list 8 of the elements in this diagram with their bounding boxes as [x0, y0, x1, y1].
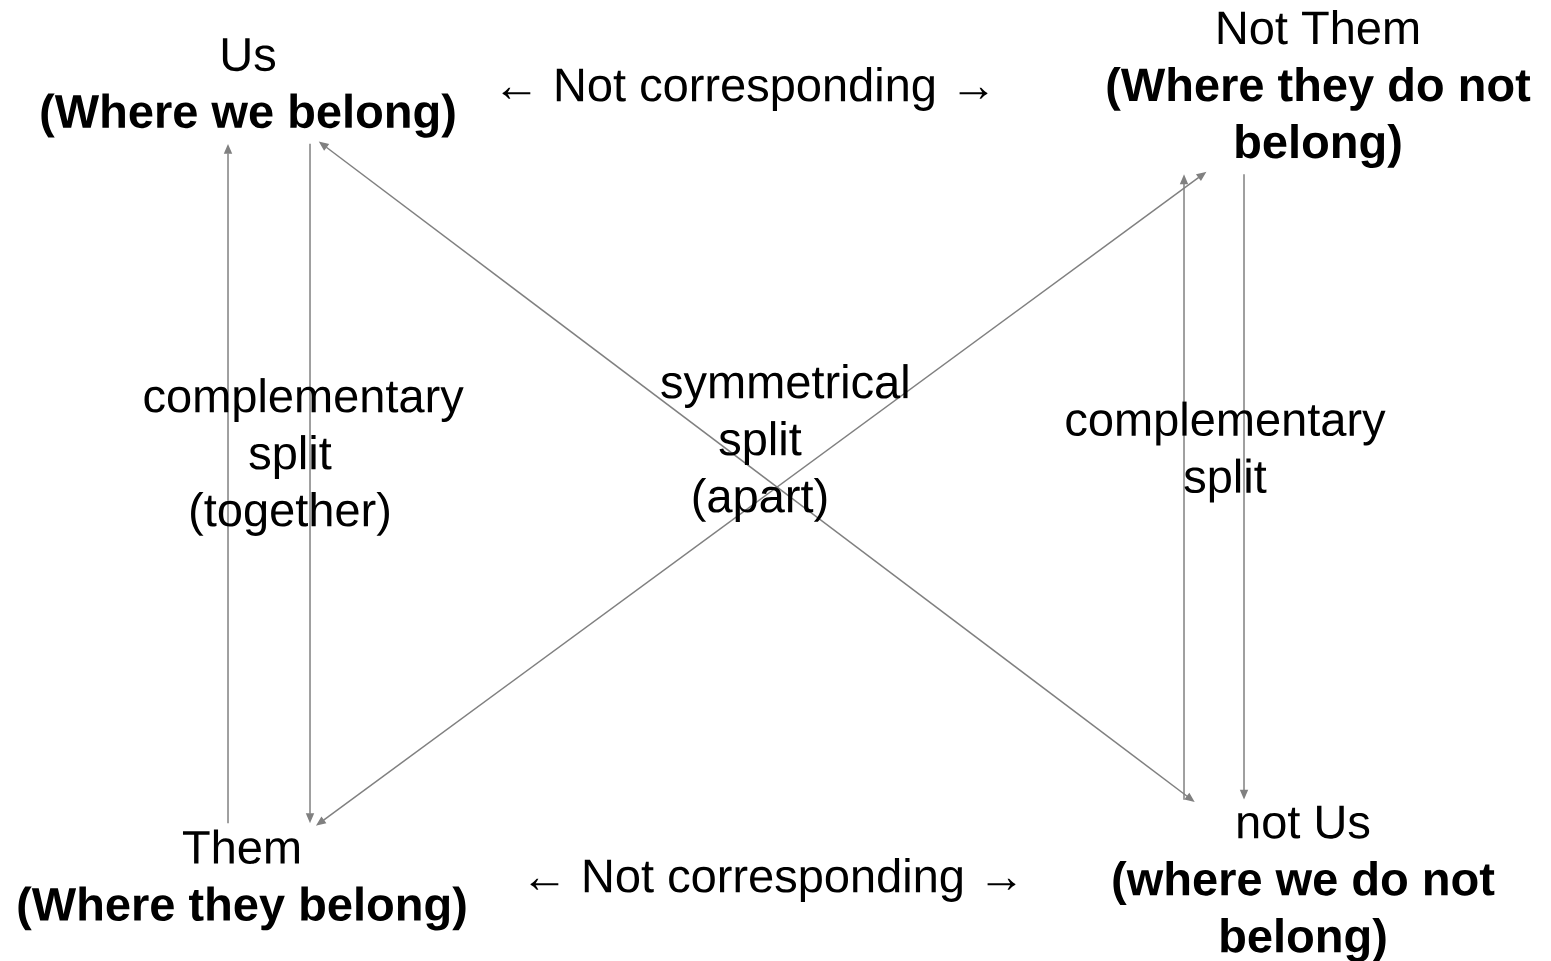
text-label: ← Not corresponding →: [530, 858, 1016, 902]
text-label: symmetrical split (apart): [661, 364, 908, 522]
text-label: complementary split (together): [144, 378, 464, 536]
text-label: Not Them (Where they do not belong): [1107, 10, 1531, 168]
text-label: complementary split: [1066, 401, 1386, 503]
text-label: Us (Where we belong): [41, 38, 455, 138]
text-label: ← Not corresponding →: [502, 67, 988, 111]
text-label: Them (Where they belong): [18, 829, 466, 931]
